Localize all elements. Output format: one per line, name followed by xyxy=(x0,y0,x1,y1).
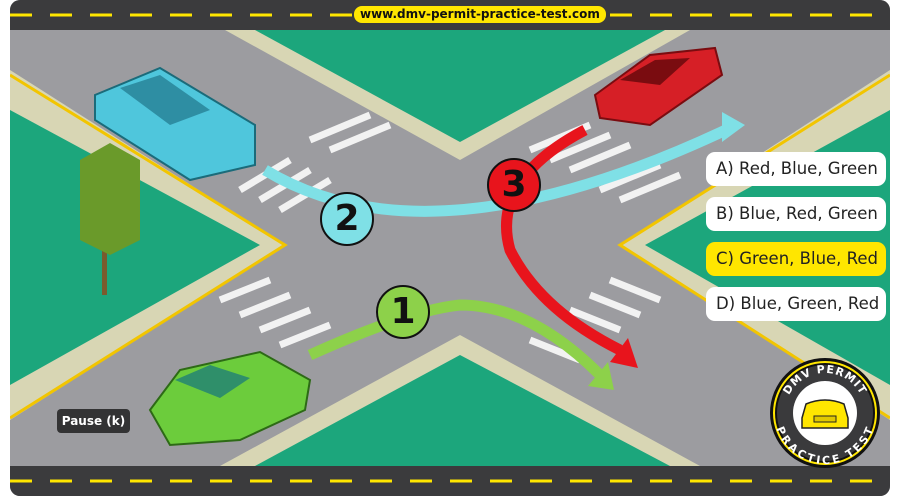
answer-b[interactable]: B) Blue, Red, Green xyxy=(706,197,886,231)
pause-tooltip: Pause (k) xyxy=(57,409,130,433)
answer-options: A) Red, Blue, Green B) Blue, Red, Green … xyxy=(706,152,886,332)
website-url-banner: www.dmv-permit-practice-test.com xyxy=(354,6,606,23)
car-icon xyxy=(801,399,849,429)
answer-c-highlighted[interactable]: C) Green, Blue, Red xyxy=(706,242,886,276)
answer-a[interactable]: A) Red, Blue, Green xyxy=(706,152,886,186)
arrow-number-1: 1 xyxy=(376,285,430,339)
red-car xyxy=(593,46,724,127)
dmv-permit-logo: DMV PERMIT PRACTICE TEST xyxy=(770,358,880,468)
arrow-number-3: 3 xyxy=(487,158,541,212)
blue-arrow-2 xyxy=(262,123,733,217)
grass-bottom xyxy=(255,355,670,466)
video-frame[interactable]: www.dmv-permit-practice-test.com 2 1 3 A… xyxy=(10,0,890,496)
grass-top xyxy=(255,30,665,142)
answer-d[interactable]: D) Blue, Green, Red xyxy=(706,287,886,321)
green-arrow-1 xyxy=(307,299,604,379)
tree-icon xyxy=(80,143,140,255)
blue-car xyxy=(94,66,256,182)
arrow-number-2: 2 xyxy=(320,192,374,246)
red-arrow-3 xyxy=(501,125,623,355)
green-car xyxy=(148,350,312,447)
grass-left xyxy=(10,110,260,385)
